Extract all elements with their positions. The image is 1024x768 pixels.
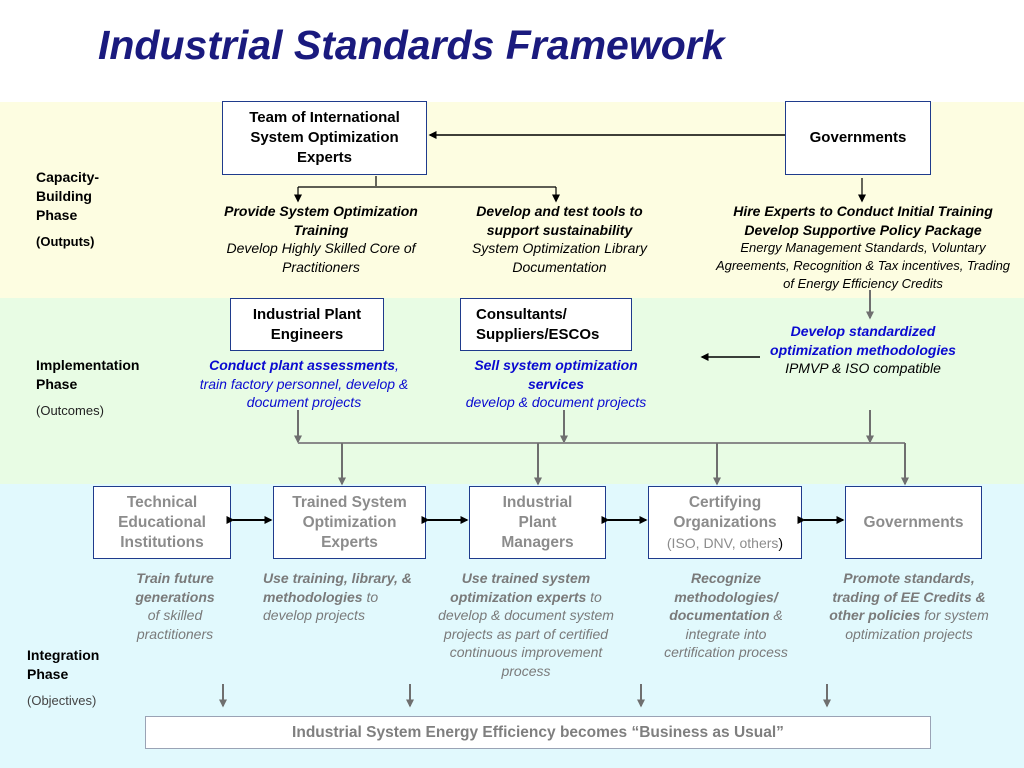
hire-output-body: Energy Management Standards, Voluntary A… — [715, 240, 1011, 291]
sell-outcome-head: Sell system optimization services — [474, 357, 638, 392]
hire-output: Hire Experts to Conduct Initial Training… — [712, 202, 1014, 293]
standard-outcome-body: IPMVP & ISO compatible — [785, 360, 941, 376]
implementation-phase-title: Implementation Phase — [36, 357, 140, 392]
sell-outcome: Sell system optimization services develo… — [448, 356, 664, 412]
assess-outcome: Conduct plant assessments, train factory… — [190, 356, 418, 412]
certifying-sub: (ISO, DNV, others — [666, 534, 779, 551]
team-box: Team of International System Optimizatio… — [222, 101, 427, 175]
objective-use-experts-head: Use trained system optimization experts — [450, 570, 591, 605]
implementation-phase-label: Implementation Phase (Outcomes) — [36, 356, 166, 420]
objective-train: Train future generations of skilled prac… — [110, 569, 240, 643]
training-output-body: Develop Highly Skilled Core of Practitio… — [226, 240, 416, 275]
capacity-phase-label: Capacity-Building Phase (Outputs) — [36, 168, 116, 251]
objective-recognize-head: Recognize methodologies/ documentation — [669, 570, 778, 623]
governments-top-box: Governments — [785, 101, 931, 175]
objective-promote: Promote standards, trading of EE Credits… — [826, 569, 992, 643]
objective-use-training-head: Use training, library, & methodologies — [263, 570, 412, 605]
trained-experts-box: Trained System Optimization Experts — [273, 486, 426, 559]
objective-promote-body: for system optimization projects — [845, 607, 989, 642]
training-output: Provide System Optimization Training Dev… — [216, 202, 426, 276]
objective-use-experts: Use trained system optimization experts … — [432, 569, 620, 680]
standard-outcome: Develop standardized optimization method… — [768, 322, 958, 378]
objective-use-experts-body: to develop & document system projects as… — [438, 588, 614, 679]
final-objective-box: Industrial System Energy Efficiency beco… — [145, 716, 931, 749]
plant-engineers-box: Industrial Plant Engineers — [230, 298, 384, 351]
capacity-phase-sub: (Outputs) — [36, 234, 95, 249]
consultants-box: Consultants/ Suppliers/ESCOs — [460, 298, 632, 351]
governments-bottom-box: Governments — [845, 486, 982, 559]
assess-outcome-comma: , — [395, 357, 399, 373]
objective-promote-head: Promote standards, trading of EE Credits… — [829, 570, 986, 623]
standard-outcome-head: Develop standardized optimization method… — [770, 323, 956, 358]
certifying-paren: ) — [778, 534, 784, 551]
tools-output: Develop and test tools to support sustai… — [452, 202, 667, 276]
objective-use-training: Use training, library, & methodologies t… — [263, 569, 423, 625]
assess-outcome-head: Conduct plant assessments — [209, 357, 396, 373]
integration-phase-label: Integration Phase (Objectives) — [27, 646, 117, 710]
page-title: Industrial Standards Framework — [98, 22, 725, 68]
tools-output-head: Develop and test tools to support sustai… — [476, 203, 643, 238]
integration-phase-title: Integration Phase — [27, 647, 100, 682]
plant-managers-box: Industrial Plant Managers — [469, 486, 606, 559]
integration-phase-sub: (Objectives) — [27, 693, 97, 708]
hire-output-head: Hire Experts to Conduct Initial Training… — [733, 203, 993, 238]
objective-train-head: Train future generations — [135, 570, 215, 605]
objective-recognize: Recognize methodologies/ documentation &… — [650, 569, 802, 662]
tools-output-body: System Optimization Library Documentatio… — [471, 240, 648, 275]
technical-institutions-box: Technical Educational Institutions — [93, 486, 231, 559]
capacity-phase-title: Capacity-Building Phase — [36, 169, 100, 223]
certifying-box: Certifying Organizations (ISO, DNV, othe… — [648, 486, 802, 559]
assess-outcome-body: train factory personnel, develop & docum… — [199, 375, 409, 411]
objective-recognize-body: integrate into certification process — [664, 625, 788, 661]
sell-outcome-body: develop & document projects — [465, 394, 647, 410]
objective-recognize-amp: & — [769, 607, 783, 623]
objective-use-training-body: to develop projects — [263, 588, 379, 624]
objective-train-body: of skilled practitioners — [136, 607, 214, 642]
implementation-phase-sub: (Outcomes) — [36, 403, 104, 418]
certifying-title: Certifying Organizations — [673, 493, 777, 531]
training-output-head: Provide System Optimization Training — [224, 203, 418, 238]
